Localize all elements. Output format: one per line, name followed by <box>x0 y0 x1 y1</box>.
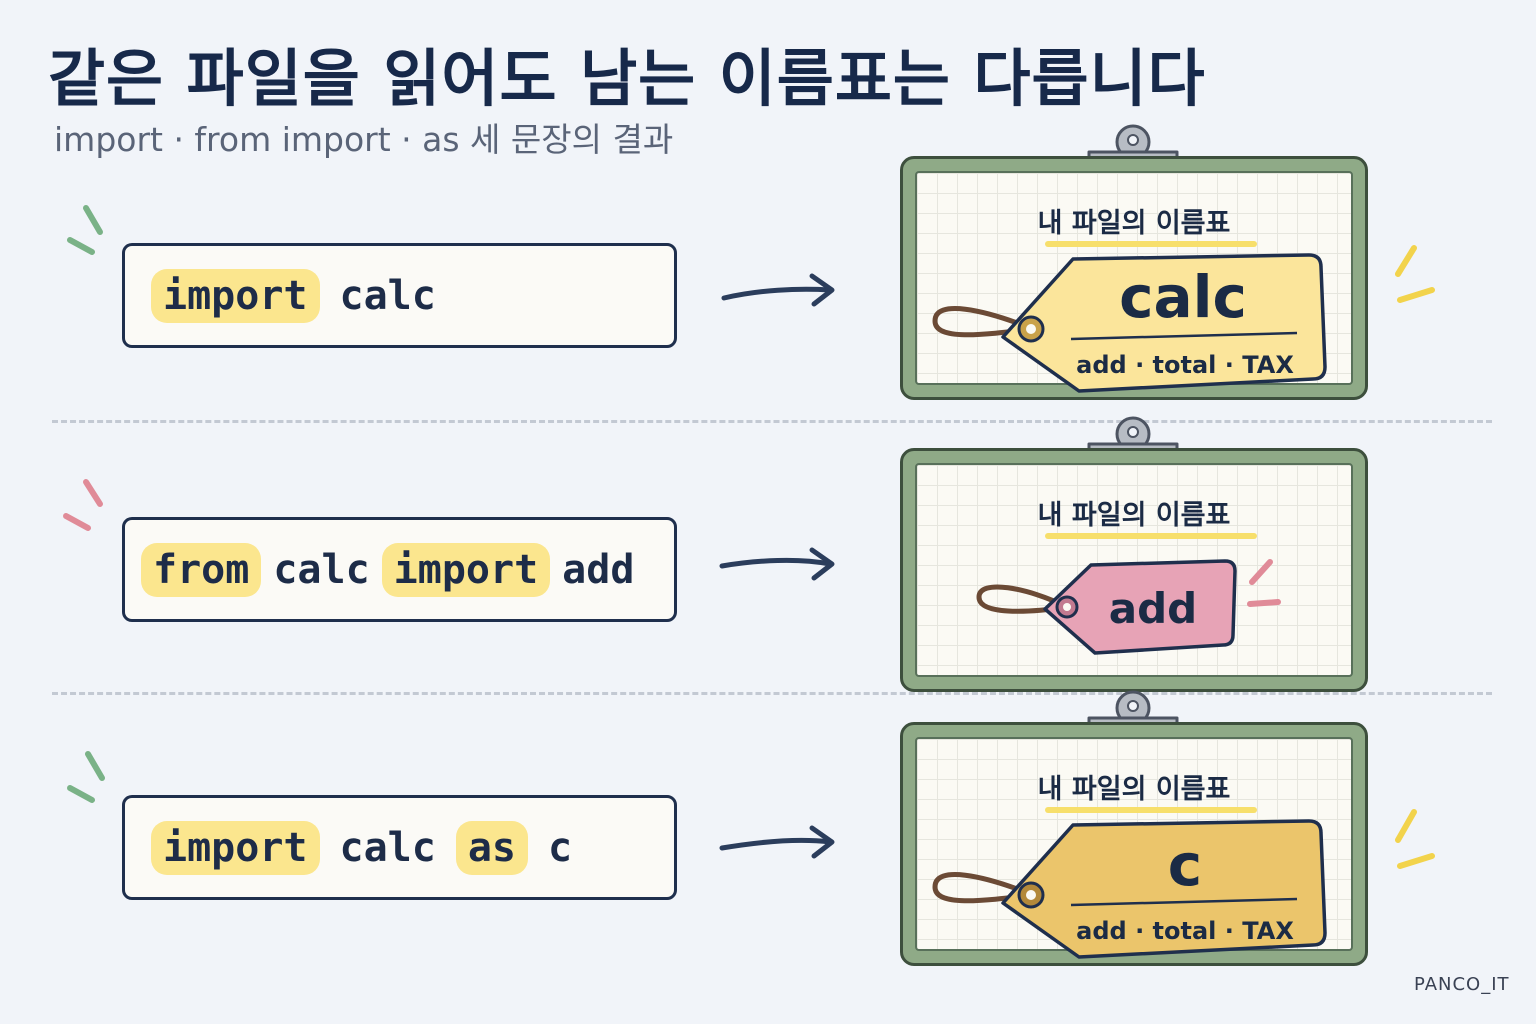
name-tag-calc: calc add · total · TAX <box>932 253 1327 393</box>
module-name: calc <box>339 272 436 319</box>
arrow-right-icon <box>719 547 835 581</box>
keyword-from: from <box>141 542 262 597</box>
row-divider <box>52 420 1492 423</box>
board-label-underline <box>1045 807 1257 813</box>
imported-name: add <box>562 546 635 593</box>
credit-watermark: PANCO_IT <box>1414 974 1510 995</box>
keyword-import: import <box>381 542 551 597</box>
code-box-from-import: from calc import add <box>122 517 677 622</box>
sparkle-right-2 <box>1247 559 1281 607</box>
keyword-import: import <box>151 820 320 875</box>
row-divider <box>52 692 1492 695</box>
name-table-board-2: 내 파일의 이름표 add <box>900 448 1368 692</box>
name-table-board-3: 내 파일의 이름표 c add · total · TAX <box>900 722 1368 966</box>
board-label: 내 파일의 이름표 <box>1037 500 1231 531</box>
arrow-right-icon <box>719 825 835 859</box>
module-name: calc <box>339 824 436 871</box>
name-table-board-1: 내 파일의 이름표 calc add · total · TAX <box>900 156 1368 400</box>
sparkle-left-2 <box>63 479 103 531</box>
tag-contents: add · total · TAX <box>1076 917 1294 945</box>
tag-name: add <box>1109 584 1197 633</box>
keyword-as: as <box>455 820 528 875</box>
page-subtitle: import · from import · as 세 문장의 결과 <box>54 120 674 159</box>
arrow-right-icon <box>721 273 835 307</box>
sparkle-right-3 <box>1395 809 1435 869</box>
name-tag-c: c add · total · TAX <box>932 819 1327 959</box>
board-label-underline <box>1045 533 1257 539</box>
code-box-import-as: import calc as c <box>122 795 677 900</box>
sparkle-left-1 <box>67 205 103 255</box>
board-label: 내 파일의 이름표 <box>1037 774 1231 805</box>
keyword-import: import <box>151 268 320 323</box>
board-label: 내 파일의 이름표 <box>1037 208 1231 239</box>
tag-name: c <box>1168 831 1202 899</box>
board-label-underline <box>1045 241 1257 247</box>
alias-name: c <box>548 824 573 871</box>
code-box-import: import calc <box>122 243 677 348</box>
page-title: 같은 파일을 읽어도 남는 이름표는 다릅니다 <box>48 42 1206 115</box>
tag-contents: add · total · TAX <box>1076 351 1294 379</box>
sparkle-right-1 <box>1395 245 1435 303</box>
sparkle-left-3 <box>67 751 105 803</box>
tag-name: calc <box>1119 263 1247 331</box>
name-tag-add: add <box>976 559 1237 655</box>
module-name: calc <box>273 546 370 593</box>
